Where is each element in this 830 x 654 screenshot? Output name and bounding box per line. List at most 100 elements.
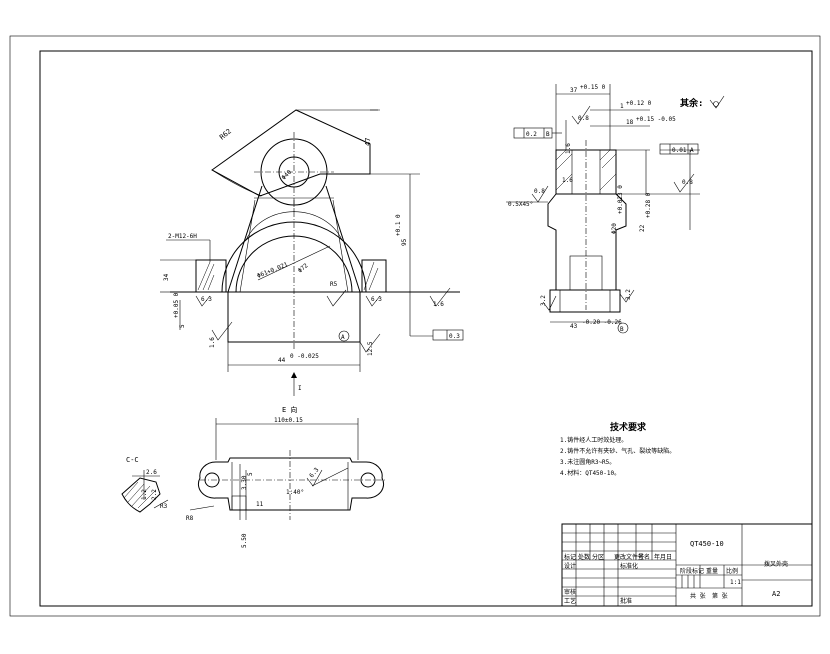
stage-label-2: 比例 (726, 567, 738, 575)
label-dim37-tol: +0.15 0 (580, 84, 606, 91)
outer-border (9, 35, 821, 617)
label-dim22-tol: +0.28 0 (645, 192, 652, 218)
tech-requirements: 技术要求 1.铸件经人工时效处理。 2.铸件不允许有夹砂、气孔、裂纹等缺陷。 3… (560, 421, 675, 477)
fork-sector (211, 109, 371, 197)
label-rough16b-side: 1.6 (562, 177, 573, 184)
label-34: 34 (163, 273, 170, 281)
label-chamfer: 0.5X45° (508, 201, 533, 208)
front-view (160, 109, 464, 396)
top-view-outline (197, 457, 385, 511)
label-dim44: 44 (278, 357, 286, 364)
label-section-arrow: I (298, 385, 302, 392)
section-cc-labels: C-C 2.6 1.2 2.2 R3 (126, 456, 168, 510)
label-rough08b: 0.8 (682, 179, 693, 186)
label-parallel-tol: 0.01 (672, 147, 687, 154)
label-top-dim33: 3.30 (241, 475, 248, 490)
label-dim1-tol: +0.12 0 (626, 100, 652, 107)
label-e-view: E 向 (282, 405, 297, 414)
label-cc-12: 1.2 (141, 489, 148, 500)
label-datum-a: A (341, 334, 345, 341)
sheet-number: 第 张 (712, 592, 728, 600)
boss-inner-circle (278, 156, 310, 188)
label-bore: Φ20 (611, 223, 618, 234)
label-thread: 2-M12-6H (168, 233, 197, 240)
standard-label: 标准化 (620, 562, 638, 570)
label-datum-b: B (546, 131, 550, 138)
label-r5: R5 (330, 281, 338, 288)
designer-label: 设计 (564, 562, 576, 570)
label-top-dim40: 1:40° (286, 489, 304, 496)
row-header-2: 分区 (592, 553, 604, 561)
label-datum-a-side: A (690, 147, 694, 154)
label-top-dim50: 5.50 (241, 533, 248, 548)
tech-title: 技术要求 (610, 421, 647, 433)
label-top-dim5: 5 (247, 472, 254, 476)
label-rough-6-3b: 6.3 (371, 296, 382, 303)
label-dim44-tol: 0 -0.025 (290, 353, 319, 360)
label-95-tol: +0.1 0 (395, 214, 402, 236)
label-dim43: 43 (570, 323, 578, 330)
approve-label: 批准 (620, 597, 632, 605)
side-view-labels: 37 +0.15 0 1 +0.12 0 18 +0.15 -0.05 0.8 … (508, 84, 703, 333)
section-cc-outline (121, 477, 161, 513)
inner-border (39, 50, 813, 607)
checker-label: 审核 (564, 588, 576, 596)
label-top-r8: R8 (186, 515, 194, 522)
label-rough-6-3: 6.3 (201, 296, 212, 303)
label-top-rough: 6.3 (308, 466, 321, 479)
label-dim1: 1 (620, 103, 624, 110)
label-47: 47 (364, 138, 372, 146)
part-name: 拨叉外壳 (764, 560, 788, 568)
row-header-4: 签名 (638, 553, 650, 561)
label-dim18-tol: +0.15 -0.05 (636, 116, 676, 123)
label-dim37: 37 (570, 87, 578, 94)
label-rough-12-5: 12.5 (367, 341, 374, 356)
stage-label-0: 阶段标记 (680, 567, 704, 575)
label-dim43-tol: -0.20 -0.26 (582, 319, 622, 326)
label-rough08: 0.8 (578, 115, 589, 122)
label-rough-1-6: 1.6 (209, 337, 216, 348)
sheet-count: 共 张 (690, 592, 706, 600)
label-rough32b: 3.2 (625, 289, 632, 300)
label-rough08c: 0.8 (534, 188, 545, 195)
label-95: 95 (401, 238, 408, 246)
top-view (189, 418, 386, 520)
row-header-5: 年月日 (654, 553, 672, 561)
section-cc (121, 470, 169, 513)
label-top-dim11: 11 (256, 501, 264, 508)
label-datum-b2: B (620, 326, 624, 333)
right-mount-hole (360, 472, 376, 488)
label-dim18: 18 (626, 119, 634, 126)
material-label: QT450-10 (690, 540, 724, 548)
label-cc-26: 2.6 (146, 469, 157, 476)
label-rough32: 3.2 (540, 295, 547, 306)
label-rest: 其余: (680, 97, 703, 109)
label-phi40: Φ40 (280, 169, 293, 182)
label-flat-tol-side: 0.2 (526, 131, 537, 138)
label-bore-tol: +0.023 0 (617, 185, 624, 214)
label-cc-22: 2.2 (151, 489, 158, 500)
label-5b: 5 (179, 324, 186, 328)
side-base (549, 289, 621, 313)
paper-size: A2 (772, 590, 780, 598)
label-cc: C-C (126, 456, 139, 464)
label-cc-r3: R3 (160, 503, 168, 510)
tech-item-3: 3.未注圆角R3~R5。 (560, 458, 615, 466)
row-header-1: 处数 (578, 553, 590, 561)
label-phi61: Φ61+0.021 (256, 261, 289, 280)
tech-item-4: 4.材料：QT450-10。 (560, 469, 620, 477)
label-5b-tol: +0.05 0 (173, 292, 180, 318)
label-phi72: Φ72 (297, 262, 310, 275)
title-block (561, 523, 813, 607)
label-r62: R62 (218, 127, 233, 141)
stage-label-1: 重量 (706, 567, 718, 575)
scale-value: 1:1 (730, 579, 741, 586)
label-width: 110±0.15 (274, 417, 303, 424)
side-view (506, 84, 725, 334)
process-label: 工艺 (564, 597, 576, 605)
label-flat-tol: 0.3 (449, 333, 460, 340)
tech-item-1: 1.铸件经人工时效处理。 (560, 436, 627, 444)
label-rough-1-6b: 1.6 (433, 301, 444, 308)
label-dim22: 22 (639, 224, 646, 232)
